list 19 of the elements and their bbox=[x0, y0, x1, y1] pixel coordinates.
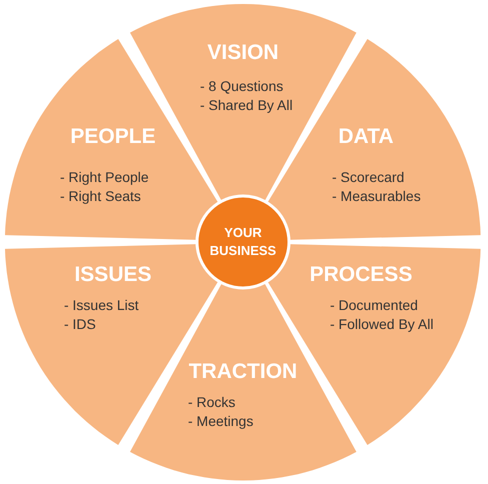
bullet-item: - Measurables bbox=[332, 188, 421, 204]
segment-heading: PEOPLE bbox=[70, 124, 156, 149]
segment-heading: DATA bbox=[338, 124, 394, 149]
segment-heading: ISSUES bbox=[74, 263, 152, 287]
bullet-item: - Right Seats bbox=[60, 188, 141, 204]
segment-heading: TRACTION bbox=[188, 360, 298, 384]
bullet-item: - Rocks bbox=[188, 394, 236, 410]
bullet-item: - Meetings bbox=[188, 413, 254, 429]
bullet-item: - Scorecard bbox=[332, 168, 404, 185]
segment-heading: VISION bbox=[207, 41, 279, 65]
bullet-item: - Shared By All bbox=[200, 97, 293, 113]
bullet-item: - IDS bbox=[64, 316, 96, 332]
bullet-item: - Issues List bbox=[64, 297, 139, 313]
bullet-item: - 8 Questions bbox=[200, 78, 284, 94]
bullet-item: - Documented bbox=[330, 297, 418, 313]
bullet-item: - Right People bbox=[60, 168, 149, 185]
bullet-item: - Followed By All bbox=[330, 316, 434, 332]
segment-heading: PROCESS bbox=[310, 263, 412, 287]
center-label: YOUR BUSINESS bbox=[208, 224, 278, 260]
